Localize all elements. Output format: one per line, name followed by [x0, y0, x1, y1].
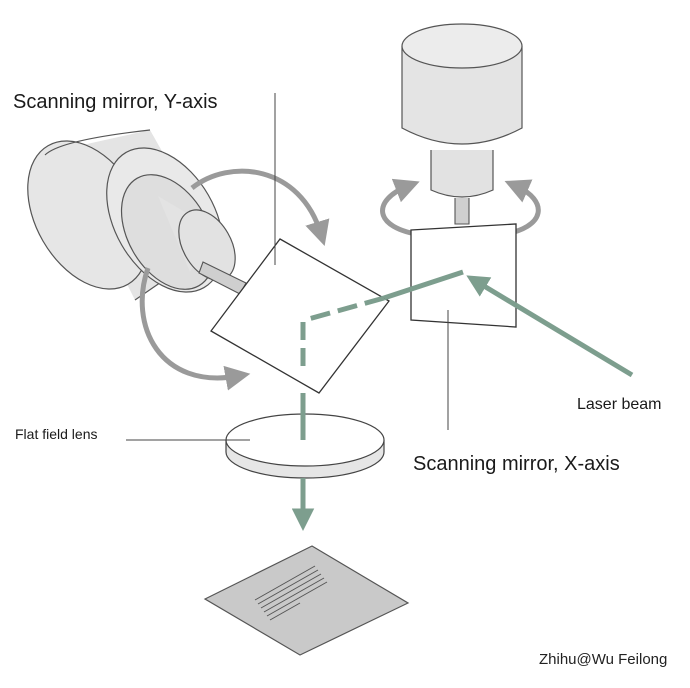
- laser-beam-path: [291, 269, 634, 531]
- beam-x-to-y-solid-right: [383, 269, 464, 301]
- label-laser-beam: Laser beam: [577, 396, 662, 413]
- workpiece-plate: [203, 545, 410, 656]
- scan-lines: [254, 565, 328, 621]
- beam-x-to-y-dashed: [304, 295, 385, 323]
- leader-lines: [126, 93, 449, 441]
- y-rotation-arrow-top: [190, 168, 330, 246]
- x-motor-body: [401, 46, 523, 145]
- credit-text: Zhihu@Wu Feilong: [539, 651, 667, 668]
- x-motor-shaft: [454, 198, 470, 225]
- x-axis-motor: [401, 23, 523, 225]
- label-lens: Flat field lens: [15, 426, 97, 442]
- y-axis-motor: [27, 129, 247, 301]
- workpiece: [203, 545, 410, 656]
- x-motor-neck: [430, 150, 494, 198]
- label-y-mirror: Scanning mirror, Y-axis: [13, 91, 218, 113]
- y-rotation-arrow-bottom: [139, 267, 251, 391]
- x-motor-top-cap: [401, 23, 523, 69]
- x-axis-mirror: [410, 223, 517, 328]
- x-rotation-arrow-left: [380, 178, 423, 238]
- beam-incoming: [466, 275, 634, 378]
- label-x-mirror: Scanning mirror, X-axis: [413, 453, 620, 475]
- y-axis-mirror: [210, 238, 390, 394]
